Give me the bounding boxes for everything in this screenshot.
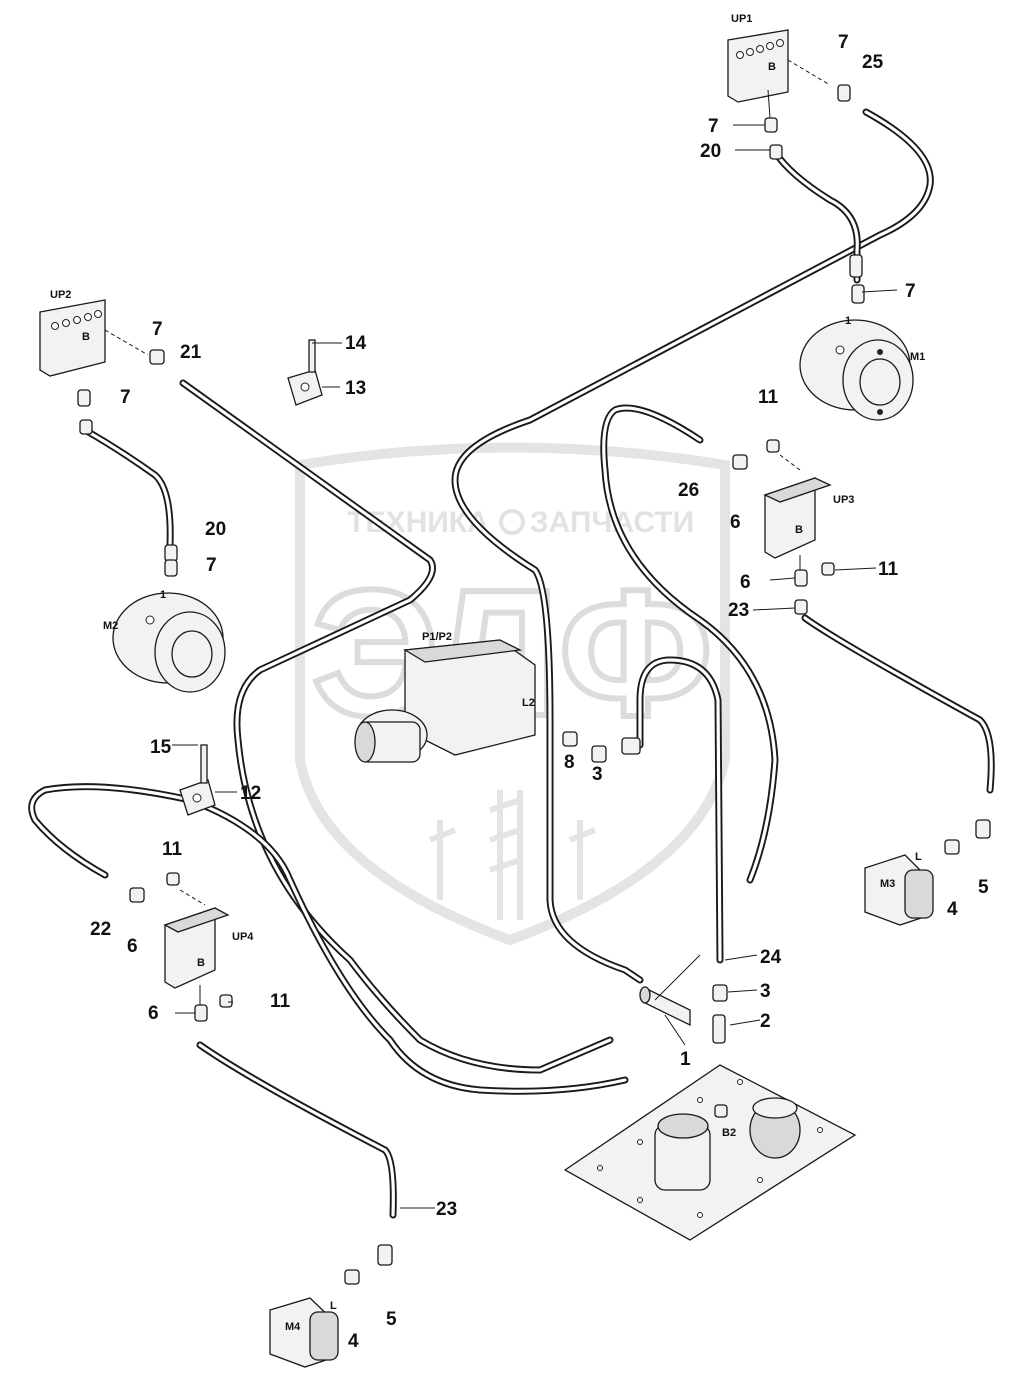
callout-15: 15 [150,737,172,758]
pump-p1-p2: P1/P2 L2 [354,631,536,763]
callout-3: 3 [592,764,603,785]
up2-label: UP2 [50,289,71,301]
callout-1: 1 [680,1049,691,1070]
hoses [28,108,995,1219]
fittings [77,84,991,1285]
m1-label: M1 [910,351,925,363]
callout-26: 26 [678,480,699,501]
up3-port-b: B [795,524,803,536]
m4-port-l: L [330,1300,337,1312]
callout-25: 25 [862,52,884,73]
callout-13: 13 [345,378,366,399]
callout-20: 20 [700,141,721,162]
callout-7: 7 [905,281,916,302]
callout-11: 11 [878,559,899,580]
up3-label: UP3 [833,494,854,506]
m3-label: M3 [880,878,895,890]
callout-3: 3 [760,981,771,1002]
up2-port-b: B [82,331,90,343]
callout-4: 4 [348,1331,359,1352]
m3-motor: M3 L [864,851,934,926]
watermark-wheat-icon [428,790,597,920]
up3-valve-block: UP3 B [763,454,854,575]
callout-6: 6 [730,512,741,533]
m1-port-1: 1 [845,315,851,327]
callout-5: 5 [978,877,989,898]
m2-label: M2 [103,620,118,632]
callout-6: 6 [127,936,138,957]
up4-label: UP4 [232,931,254,943]
callout-11: 11 [162,839,183,860]
watermark-gear-icon [499,509,525,535]
tank-port-b2: B2 [722,1127,736,1139]
callout-22: 22 [90,919,111,940]
callout-12: 12 [240,783,261,804]
pump-port-l2: L2 [522,697,535,709]
tank-plate: B2 [563,1064,857,1241]
clamp-13 [287,339,323,406]
callout-7: 7 [152,319,163,340]
callout-24: 24 [760,947,782,968]
up1-port-b: B [768,61,776,73]
manifold-1 [639,954,701,1027]
callout-23: 23 [728,600,749,621]
callout-14: 14 [345,333,367,354]
callout-7: 7 [120,387,131,408]
callout-20: 20 [205,519,226,540]
callout-2: 2 [760,1011,771,1032]
callout-8: 8 [564,752,575,773]
callout-7: 7 [838,32,849,53]
m3-port-l: L [915,851,922,863]
callout-21: 21 [180,342,202,363]
callout-11: 11 [270,991,291,1012]
up1-label: UP1 [731,13,752,25]
up1-valve-block: UP1 B [727,13,831,119]
callout-7: 7 [708,116,719,137]
callout-7: 7 [206,555,217,576]
callout-5: 5 [386,1309,397,1330]
m1-wheel-motor: M1 1 [799,315,925,421]
callouts: 7 25 7 20 7 7 21 14 13 7 20 7 11 26 6 6 … [90,32,989,1352]
m2-port-1: 1 [160,589,166,601]
callout-6: 6 [740,572,751,593]
pump-label: P1/P2 [422,631,452,643]
callout-11: 11 [758,387,779,408]
callout-23: 23 [436,1199,457,1220]
m2-wheel-motor: M2 1 [103,589,226,693]
m4-motor: M4 L [269,1297,339,1368]
m4-label: M4 [285,1321,301,1333]
up4-port-b: B [197,957,205,969]
up4-valve-block: UP4 B [163,889,254,1005]
up2-valve-block: UP2 B [39,289,149,377]
callout-6: 6 [148,1003,159,1024]
leader-lines [172,124,898,1209]
clamp-12 [179,744,216,816]
callout-4: 4 [947,899,958,920]
